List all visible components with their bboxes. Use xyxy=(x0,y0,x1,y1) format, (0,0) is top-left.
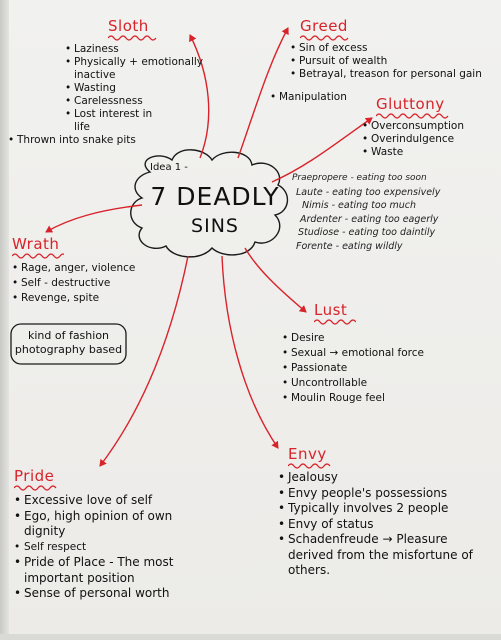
list-item: Schadenfreude → Pleasure derived from th… xyxy=(278,532,473,579)
list-item: Overindulgence xyxy=(362,133,464,146)
center-title: 7 DEADLY xyxy=(150,182,280,211)
list-item: Envy of status xyxy=(278,517,473,533)
gluttony-type: Laute - eating too expensively xyxy=(296,186,441,198)
node-sloth: Sloth Laziness Physically + emotionally … xyxy=(8,16,209,147)
list-item: Revenge, spite xyxy=(12,291,135,306)
list-item: Jealousy xyxy=(278,470,473,486)
gluttony-types: Praepropere - eating too soon Laute - ea… xyxy=(292,172,440,253)
squiggle-underline xyxy=(288,463,331,469)
list-item: Self respect xyxy=(14,540,214,556)
gluttony-type: Forente - eating wildly xyxy=(296,240,403,252)
list-item: Thrown into snake pits xyxy=(8,134,209,147)
list-item: Lost interest in life xyxy=(65,108,169,134)
heading-lust: Lust xyxy=(314,301,348,319)
squiggle-underline xyxy=(300,35,349,41)
link-pride xyxy=(99,255,189,467)
list-item: Pursuit of wealth xyxy=(290,55,489,68)
list-item: Self - destructive xyxy=(12,276,135,291)
list-item: Manipulation xyxy=(270,91,489,104)
heading-envy: Envy xyxy=(288,445,327,463)
squiggle-underline xyxy=(314,319,356,325)
gluttony-type: Studiose - eating too daintily xyxy=(298,227,436,238)
list-item: Rage, anger, violence xyxy=(12,261,135,276)
central-cloud xyxy=(130,149,289,258)
list-item: Moulin Rouge feel xyxy=(282,391,424,406)
center-subtitle: SINS xyxy=(191,215,239,237)
list-item: Ego, high opinion of own dignity xyxy=(14,509,189,540)
node-lust: Lust Desire Sexual → emotional force Pas… xyxy=(282,300,424,406)
node-envy: Envy Jealousy Envy people's possessions … xyxy=(278,444,473,579)
gluttony-type: Nimis - eating too much xyxy=(302,200,417,211)
node-pride: Pride Excessive love of self Ego, high o… xyxy=(14,466,214,602)
squiggle-underline xyxy=(108,35,157,41)
link-envy xyxy=(221,255,279,449)
link-wrath xyxy=(45,204,143,233)
list-item: Desire xyxy=(282,331,424,346)
list-item: Envy people's possessions xyxy=(278,486,473,502)
list-item: Wasting xyxy=(65,82,209,95)
link-lust xyxy=(244,247,307,313)
list-item: Physically + emotionally inactive xyxy=(65,56,209,82)
heading-greed: Greed xyxy=(300,17,348,35)
list-item: Sense of personal worth xyxy=(14,586,214,602)
list-item: Sin of excess xyxy=(290,42,489,55)
list-item: Overconsumption xyxy=(362,120,464,133)
heading-pride: Pride xyxy=(14,467,55,485)
squiggle-underline xyxy=(12,253,64,259)
list-item: Typically involves 2 people xyxy=(278,501,473,517)
node-wrath: Wrath Rage, anger, violence Self - destr… xyxy=(12,234,135,306)
gluttony-type: Praepropere - eating too soon xyxy=(292,173,427,183)
heading-wrath: Wrath xyxy=(12,235,60,253)
squiggle-underline xyxy=(376,113,449,119)
heading-sloth: Sloth xyxy=(108,17,149,35)
note-line: kind of fashion xyxy=(27,329,110,342)
list-item: Betrayal, treason for personal gain xyxy=(290,68,489,81)
list-item: Carelessness xyxy=(65,95,209,108)
node-gluttony: Gluttony Overconsumption Overindulgence … xyxy=(362,94,464,159)
node-greed: Greed Sin of excess Pursuit of wealth Be… xyxy=(270,16,489,104)
note-box xyxy=(10,323,127,365)
list-item: Sexual → emotional force xyxy=(282,346,424,361)
list-item: Pride of Place - The most important posi… xyxy=(14,555,214,586)
link-greed xyxy=(237,27,289,159)
heading-gluttony: Gluttony xyxy=(376,95,445,113)
list-item: Laziness xyxy=(65,43,209,56)
note-line: photography based xyxy=(14,343,123,356)
list-item: Uncontrollable xyxy=(282,376,424,391)
gluttony-type: Ardenter - eating too eagerly xyxy=(300,213,439,225)
center-idea-label: Idea 1 - xyxy=(150,162,188,173)
list-item: Excessive love of self xyxy=(14,493,214,509)
list-item: Passionate xyxy=(282,361,424,376)
squiggle-underline xyxy=(14,485,57,491)
list-item: Waste xyxy=(362,146,464,159)
note-text: kind of fashion photography based xyxy=(11,329,126,357)
